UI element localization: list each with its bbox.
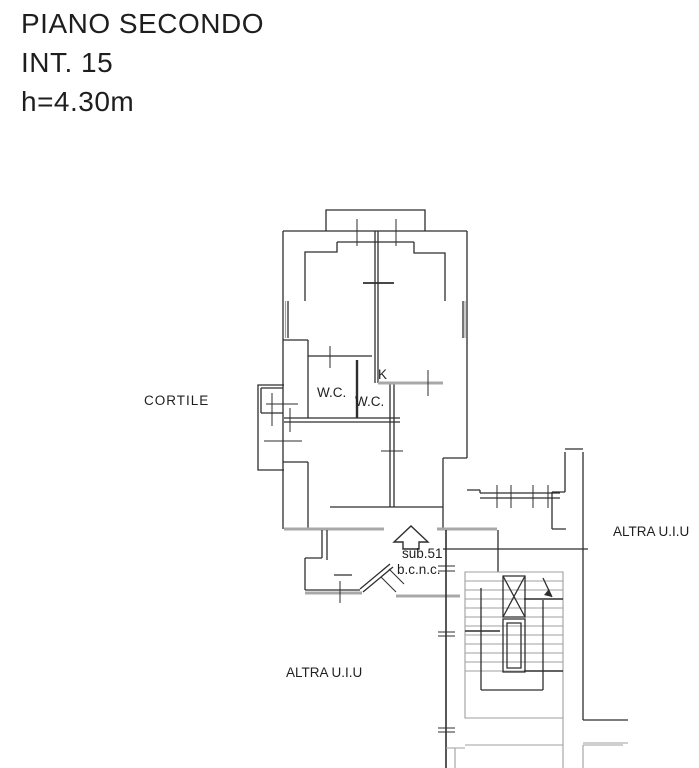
title-block: PIANO SECONDO INT. 15 h=4.30m: [21, 4, 264, 121]
entrance-arrow-icon: [392, 525, 430, 550]
label-sub-unit: sub.51: [402, 546, 443, 561]
interior-walls: [283, 231, 443, 529]
stair-landing: [467, 485, 560, 572]
ceiling-height: h=4.30m: [21, 86, 135, 117]
label-cortile: CORTILE: [144, 393, 209, 408]
label-other-unit-right: ALTRA U.I.U: [613, 524, 689, 539]
unit-number: INT. 15: [21, 47, 114, 78]
right-wing-walls: [551, 448, 628, 768]
staircase: [438, 530, 623, 768]
label-wc-1: W.C.: [317, 385, 346, 400]
entrance-area: [284, 525, 588, 603]
plan-labels: CORTILE W.C. W.C. K sub.51 b.c.n.c. ALTR…: [144, 367, 689, 680]
elevator-shaft: [502, 575, 526, 618]
label-common-area: b.c.n.c.: [397, 562, 441, 577]
label-kitchen: K: [378, 367, 387, 382]
label-other-unit-bottom: ALTRA U.I.U: [286, 665, 362, 680]
label-wc-2: W.C.: [355, 394, 384, 409]
apartment-outer-walls: [282, 230, 468, 529]
window-marks: [264, 219, 468, 442]
left-balcony: [257, 384, 284, 471]
plan-title: PIANO SECONDO: [21, 8, 264, 39]
top-balcony: [325, 209, 426, 231]
